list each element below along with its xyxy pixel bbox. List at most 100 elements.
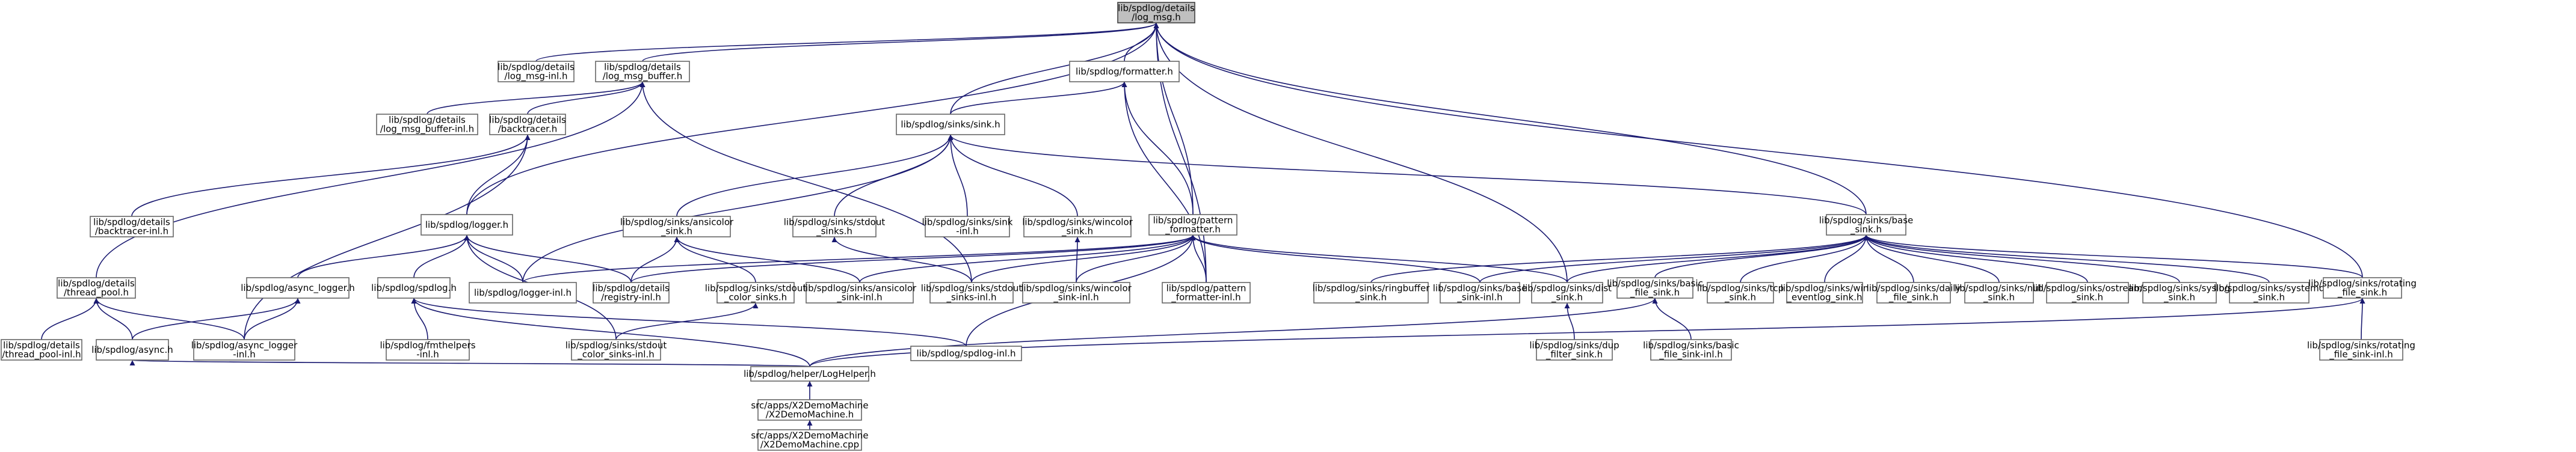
edge-base_sink_inl-to-pattern_formatter xyxy=(1190,234,1481,283)
node-basic-file-sink[interactable]: lib/spdlog/sinks/basic_file_sink.h xyxy=(1607,277,1703,299)
node-log-msg-buffer[interactable]: lib/spdlog/details/log_msg_buffer.h xyxy=(595,61,690,82)
edge-rotating_file_sink_inl-to-rotating_file_sink xyxy=(2359,298,2365,340)
node-log-msg-buffer-inl[interactable]: lib/spdlog/details/log_msg_buffer-inl.h xyxy=(376,114,478,135)
node-tcp-sink[interactable]: lib/spdlog/sinks/tcp_sink.h xyxy=(1697,282,1784,304)
node-label-line: lib/spdlog/sinks/syslog xyxy=(2129,283,2230,294)
node-label-line: _sinks-inl.h xyxy=(946,292,996,304)
node-base-sink-inl[interactable]: lib/spdlog/sinks/base_sink-inl.h xyxy=(1433,282,1527,304)
node-box xyxy=(716,282,795,304)
node-box xyxy=(90,216,174,237)
edge-fmt_helpers-to-spdlog xyxy=(411,298,428,340)
node-logger-inl[interactable]: lib/spdlog/logger-inl.h xyxy=(469,282,577,304)
node-backtracer-inl[interactable]: lib/spdlog/details/backtracer-inl.h xyxy=(90,216,174,237)
node-backtracer[interactable]: lib/spdlog/details/backtracer.h xyxy=(489,114,566,135)
node-stdout-color-sinks-inl[interactable]: lib/spdlog/sinks/stdout_color_sinks-inl.… xyxy=(565,339,667,361)
node-logger[interactable]: lib/spdlog/logger.h xyxy=(421,214,513,236)
node-sink-inl[interactable]: lib/spdlog/sinks/sink-inl.h xyxy=(922,216,1013,237)
edge-logger_inl-to-pattern_formatter xyxy=(522,234,1196,283)
node-formatter[interactable]: lib/spdlog/formatter.h xyxy=(1069,61,1180,82)
edge-null_sink-to-base_sink xyxy=(1863,234,2000,283)
node-ansicolor-sink[interactable]: lib/spdlog/sinks/ansicolor_sink.h xyxy=(620,216,734,237)
node-systemd-sink[interactable]: lib/spdlog/sinks/systemd_sink.h xyxy=(2214,282,2325,304)
edge-sink-to-formatter xyxy=(950,81,1127,115)
node-registry-inl[interactable]: lib/spdlog/details/registry-inl.h xyxy=(593,282,670,304)
node-label-line: lib/spdlog/details xyxy=(389,115,466,126)
node-box xyxy=(1650,339,1732,361)
node-label-line: lib/spdlog/sinks/wincolor xyxy=(1021,283,1132,294)
node-x2demo-h[interactable]: src/apps/X2DemoMachine/X2DemoMachine.h xyxy=(751,399,869,421)
node-dist-sink[interactable]: lib/spdlog/sinks/dist_sink.h xyxy=(1523,282,1612,304)
node-rotating-file-sink-inl[interactable]: lib/spdlog/sinks/rotating_file_sink-inl.… xyxy=(2307,339,2415,361)
node-async[interactable]: lib/spdlog/async.h xyxy=(91,339,173,361)
edge-async_logger_inl-to-async_logger xyxy=(244,298,301,340)
edge-base_sink_inl-to-base_sink xyxy=(1479,234,1869,283)
node-label-line: lib/spdlog/sinks/sink xyxy=(922,217,1013,228)
node-spdlog-inl[interactable]: lib/spdlog/spdlog-inl.h xyxy=(910,346,1022,361)
node-thread-pool-inl[interactable]: lib/spdlog/details/thread_pool-inl.h xyxy=(1,339,82,361)
node-stdout-sinks[interactable]: lib/spdlog/sinks/stdout_sinks.h xyxy=(784,216,886,237)
node-rotating-file-sink[interactable]: lib/spdlog/sinks/rotating_file_sink.h xyxy=(2308,277,2417,299)
edge-loghelper-to-async xyxy=(131,359,810,367)
edge-sink_inl-to-sink xyxy=(948,134,968,217)
edge-rotating_file_sink-to-log_msg xyxy=(1153,22,2363,278)
edge-basic_file_sink_inl-to-basic_file_sink xyxy=(1652,298,1692,340)
node-label-line: lib/spdlog/pattern xyxy=(1166,283,1246,294)
node-label-line: _file_sink.h xyxy=(2337,287,2387,299)
node-label-line: lib/spdlog/sinks/ansicolor xyxy=(620,217,734,228)
edge-dist_sink-to-log_msg xyxy=(1153,22,1568,283)
node-base-sink[interactable]: lib/spdlog/sinks/base_sink.h xyxy=(1819,214,1914,236)
node-dup-filter-sink[interactable]: lib/spdlog/sinks/dup_filter_sink.h xyxy=(1529,339,1619,361)
edge-thread_pool-to-log_msg_buffer xyxy=(96,81,646,278)
node-wincolor-sink[interactable]: lib/spdlog/sinks/wincolor_sink.h xyxy=(1022,216,1133,237)
node-pattern-formatter-inl[interactable]: lib/spdlog/pattern_formatter-inl.h xyxy=(1162,282,1251,304)
node-box xyxy=(1531,282,1603,304)
node-async-logger[interactable]: lib/spdlog/async_logger.h xyxy=(241,277,355,299)
node-syslog-sink[interactable]: lib/spdlog/sinks/syslog_sink.h xyxy=(2129,282,2230,304)
node-thread-pool[interactable]: lib/spdlog/details/thread_pool.h xyxy=(57,277,136,299)
node-label-line: lib/spdlog/sinks/rotating xyxy=(2308,278,2417,289)
node-basic-file-sink-inl[interactable]: lib/spdlog/sinks/basic_file_sink-inl.h xyxy=(1643,339,1739,361)
node-box xyxy=(2046,282,2129,304)
edge-async-to-thread_pool xyxy=(93,298,133,340)
node-null-sink[interactable]: lib/spdlog/sinks/null_sink.h xyxy=(1955,282,2044,304)
node-box xyxy=(925,216,1010,237)
node-box xyxy=(376,114,478,135)
node-wincolor-sink-inl[interactable]: lib/spdlog/sinks/wincolor_sink-inl.h xyxy=(1021,282,1132,304)
node-ostream-sink[interactable]: lib/spdlog/sinks/ostream_sink.h xyxy=(2033,282,2142,304)
node-box xyxy=(806,282,914,304)
node-label-line: _formatter.h xyxy=(1165,224,1221,236)
node-label-line: lib/spdlog/sinks/stdout xyxy=(565,340,667,351)
node-box xyxy=(571,339,661,361)
node-stdout-sinks-inl[interactable]: lib/spdlog/sinks/stdout_sinks-inl.h xyxy=(921,282,1023,304)
node-label-line: lib/spdlog/sinks/sink.h xyxy=(901,119,1000,130)
node-ansicolor-sink-inl[interactable]: lib/spdlog/sinks/ansicolor_sink-inl.h xyxy=(803,282,917,304)
node-label-line: /X2DemoMachine.h xyxy=(766,409,854,420)
edge-stdout_sinks_inl-to-pattern_formatter xyxy=(971,234,1196,283)
node-stdout-color-sinks[interactable]: lib/spdlog/sinks/stdout_color_sinks.h xyxy=(705,282,807,304)
edge-async_logger_inl-to-backtracer xyxy=(244,134,531,340)
node-label-line: lib/spdlog/sinks/tcp xyxy=(1697,283,1784,294)
edge-async_logger-to-logger xyxy=(297,234,470,278)
node-sink[interactable]: lib/spdlog/sinks/sink.h xyxy=(896,114,1005,135)
edge-win_eventlog_sink-to-base_sink xyxy=(1824,234,1869,283)
node-label-line: /log_msg_buffer.h xyxy=(603,71,683,82)
node-box xyxy=(929,282,1014,304)
node-ringbuffer-sink[interactable]: lib/spdlog/sinks/ringbuffer_sink.h xyxy=(1313,282,1431,304)
node-x2demo-cpp[interactable]: src/apps/X2DemoMachine/X2DemoMachine.cpp xyxy=(751,429,869,451)
node-label-line: _formatter-inl.h xyxy=(1171,292,1240,304)
node-label-line: lib/spdlog/sinks/stdout xyxy=(921,283,1023,294)
node-pattern-formatter[interactable]: lib/spdlog/pattern_formatter.h xyxy=(1148,214,1237,236)
node-log-msg[interactable]: lib/spdlog/details/log_msg.h xyxy=(1117,2,1195,23)
node-label-line: _sink-inl.h xyxy=(1053,292,1098,304)
node-loghelper[interactable]: lib/spdlog/helper/LogHelper.h xyxy=(744,366,876,382)
node-log-msg-inl[interactable]: lib/spdlog/details/log_msg-inl.h xyxy=(498,61,575,82)
node-async-logger-inl[interactable]: lib/spdlog/async_logger-inl.h xyxy=(191,339,298,361)
node-spdlog[interactable]: lib/spdlog/spdlog.h xyxy=(371,277,457,299)
node-label-line: _sink.h xyxy=(1355,292,1387,304)
node-label-line: lib/spdlog/sinks/systemd xyxy=(2214,283,2325,294)
node-label-line: lib/spdlog/sinks/base xyxy=(1819,215,1914,226)
node-fmt-helpers[interactable]: lib/spdlog/fmthelpers-inl.h xyxy=(380,339,476,361)
node-win-eventlog-sink[interactable]: lib/spdlog/sinks/win_eventlog_sink.h xyxy=(1781,282,1869,304)
edge-log_msg_buffer-to-log_msg xyxy=(642,22,1159,62)
node-daily-file-sink[interactable]: lib/spdlog/sinks/daily_file_sink.h xyxy=(1867,282,1961,304)
